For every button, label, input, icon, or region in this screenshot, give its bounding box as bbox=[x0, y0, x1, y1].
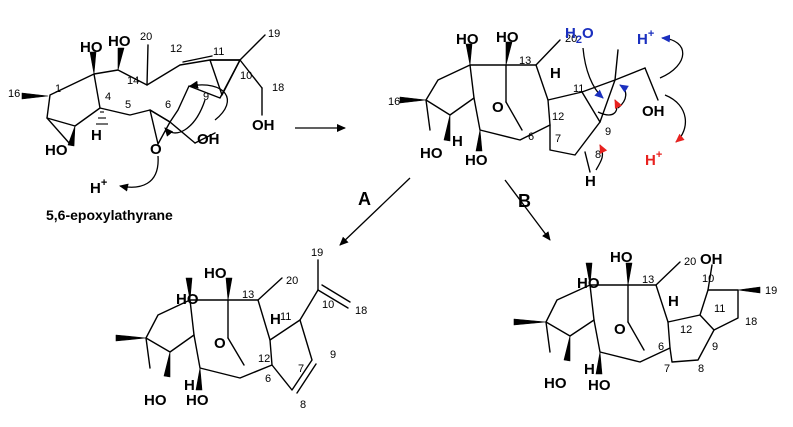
molecule-title: 5,6-epoxylathyrane bbox=[46, 207, 173, 223]
atom-number: 12 bbox=[680, 324, 692, 336]
atom-number: 8 bbox=[698, 363, 704, 375]
atom-number: 9 bbox=[712, 341, 718, 353]
atom-number: 14 bbox=[127, 75, 139, 87]
ho-label: HO bbox=[610, 249, 633, 266]
atom-number: 18 bbox=[745, 316, 757, 328]
ho-label: HO bbox=[144, 392, 167, 409]
atom-number: 10 bbox=[702, 273, 714, 285]
oh-label: OH bbox=[197, 131, 220, 148]
ho-label: HO bbox=[420, 145, 443, 162]
atom-number: 18 bbox=[355, 305, 367, 317]
h-label: H bbox=[585, 173, 596, 190]
atom-number: 8 bbox=[595, 149, 601, 161]
molecule-epoxylathyrane: HO HO HO OH OH O H H+ 1 4 5 6 9 10 11 12… bbox=[8, 28, 284, 223]
atom-number: 9 bbox=[203, 91, 209, 103]
atom-number: 13 bbox=[642, 274, 654, 286]
ho-label: HO bbox=[496, 29, 519, 46]
ho-label: HO bbox=[544, 375, 567, 392]
ho-label: HO bbox=[577, 275, 600, 292]
h-label: H bbox=[584, 361, 595, 378]
atom-number: 20 bbox=[684, 256, 696, 268]
atom-number: 7 bbox=[298, 363, 304, 375]
atom-number: 20 bbox=[565, 33, 577, 45]
epoxide-o-label: O bbox=[150, 141, 162, 158]
atom-number: 10 bbox=[322, 299, 334, 311]
atom-number: 20 bbox=[286, 275, 298, 287]
atom-number: 4 bbox=[105, 91, 111, 103]
path-a-label: A bbox=[358, 189, 371, 209]
atom-number: 12 bbox=[552, 111, 564, 123]
path-b-label: B bbox=[518, 191, 531, 211]
ho-label: HO bbox=[45, 142, 68, 159]
atom-number: 16 bbox=[8, 88, 20, 100]
ho-label: HO bbox=[588, 377, 611, 394]
oh-label: OH bbox=[700, 251, 723, 268]
atom-number: 9 bbox=[605, 126, 611, 138]
atom-number: 6 bbox=[658, 341, 664, 353]
atom-number: 13 bbox=[242, 289, 254, 301]
atom-number: 11 bbox=[573, 83, 584, 95]
h-label: H bbox=[668, 293, 679, 310]
h-label: H bbox=[550, 65, 561, 82]
ho-label: HO bbox=[108, 33, 131, 50]
ho-label: HO bbox=[456, 31, 479, 48]
atom-number: 19 bbox=[765, 285, 777, 297]
ho-label: HO bbox=[80, 39, 103, 56]
atom-number: 18 bbox=[272, 82, 284, 94]
atom-number: 11 bbox=[280, 311, 291, 323]
ether-o-label: O bbox=[214, 335, 226, 352]
atom-number: 6 bbox=[528, 131, 534, 143]
proton-label-red: H+ bbox=[645, 149, 662, 169]
atom-number: 12 bbox=[258, 353, 270, 365]
atom-number: 11 bbox=[714, 303, 725, 315]
atom-number: 13 bbox=[519, 55, 531, 67]
h-label: H bbox=[452, 133, 463, 150]
atom-number: 10 bbox=[240, 70, 252, 82]
ho-label: HO bbox=[186, 392, 209, 409]
atom-number: 20 bbox=[140, 31, 152, 43]
ether-o-label: O bbox=[492, 99, 504, 116]
proton-label: H+ bbox=[90, 177, 107, 197]
atom-number: 11 bbox=[213, 46, 224, 58]
ho-label: HO bbox=[465, 152, 488, 169]
ether-o-label: O bbox=[614, 321, 626, 338]
atom-number: 19 bbox=[311, 247, 323, 259]
molecule-product-a: HO HO HO HO O H H 13 20 19 18 10 11 12 6… bbox=[115, 247, 367, 411]
atom-number: 5 bbox=[125, 99, 131, 111]
molecule-intermediate: HO HO HO HO OH O H H H 16 13 20 12 11 9 … bbox=[388, 25, 687, 190]
atom-number: 1 bbox=[55, 83, 61, 95]
atom-number: 7 bbox=[555, 133, 561, 145]
molecule-product-b: HO HO HO HO OH O H H 13 20 10 19 11 12 1… bbox=[513, 249, 777, 394]
atom-number: 6 bbox=[165, 99, 171, 111]
oh-label: OH bbox=[252, 117, 275, 134]
path-a-arrow bbox=[339, 177, 411, 246]
proton-label-blue: H+ bbox=[637, 28, 654, 48]
atom-number: 16 bbox=[388, 96, 400, 108]
h-label: H bbox=[270, 311, 281, 328]
atom-number: 8 bbox=[300, 399, 306, 411]
atom-number: 12 bbox=[170, 43, 182, 55]
atom-number: 9 bbox=[330, 349, 336, 361]
oh-label: OH bbox=[642, 103, 665, 120]
ho-label: HO bbox=[204, 265, 227, 282]
h-label: H bbox=[91, 127, 102, 144]
water-label: H2O bbox=[565, 25, 594, 46]
atom-number: 7 bbox=[664, 363, 670, 375]
atom-number: 6 bbox=[265, 373, 271, 385]
path-b-arrow bbox=[504, 179, 551, 241]
atom-number: 19 bbox=[268, 28, 280, 40]
ho-label: HO bbox=[176, 291, 199, 308]
h-label: H bbox=[184, 377, 195, 394]
